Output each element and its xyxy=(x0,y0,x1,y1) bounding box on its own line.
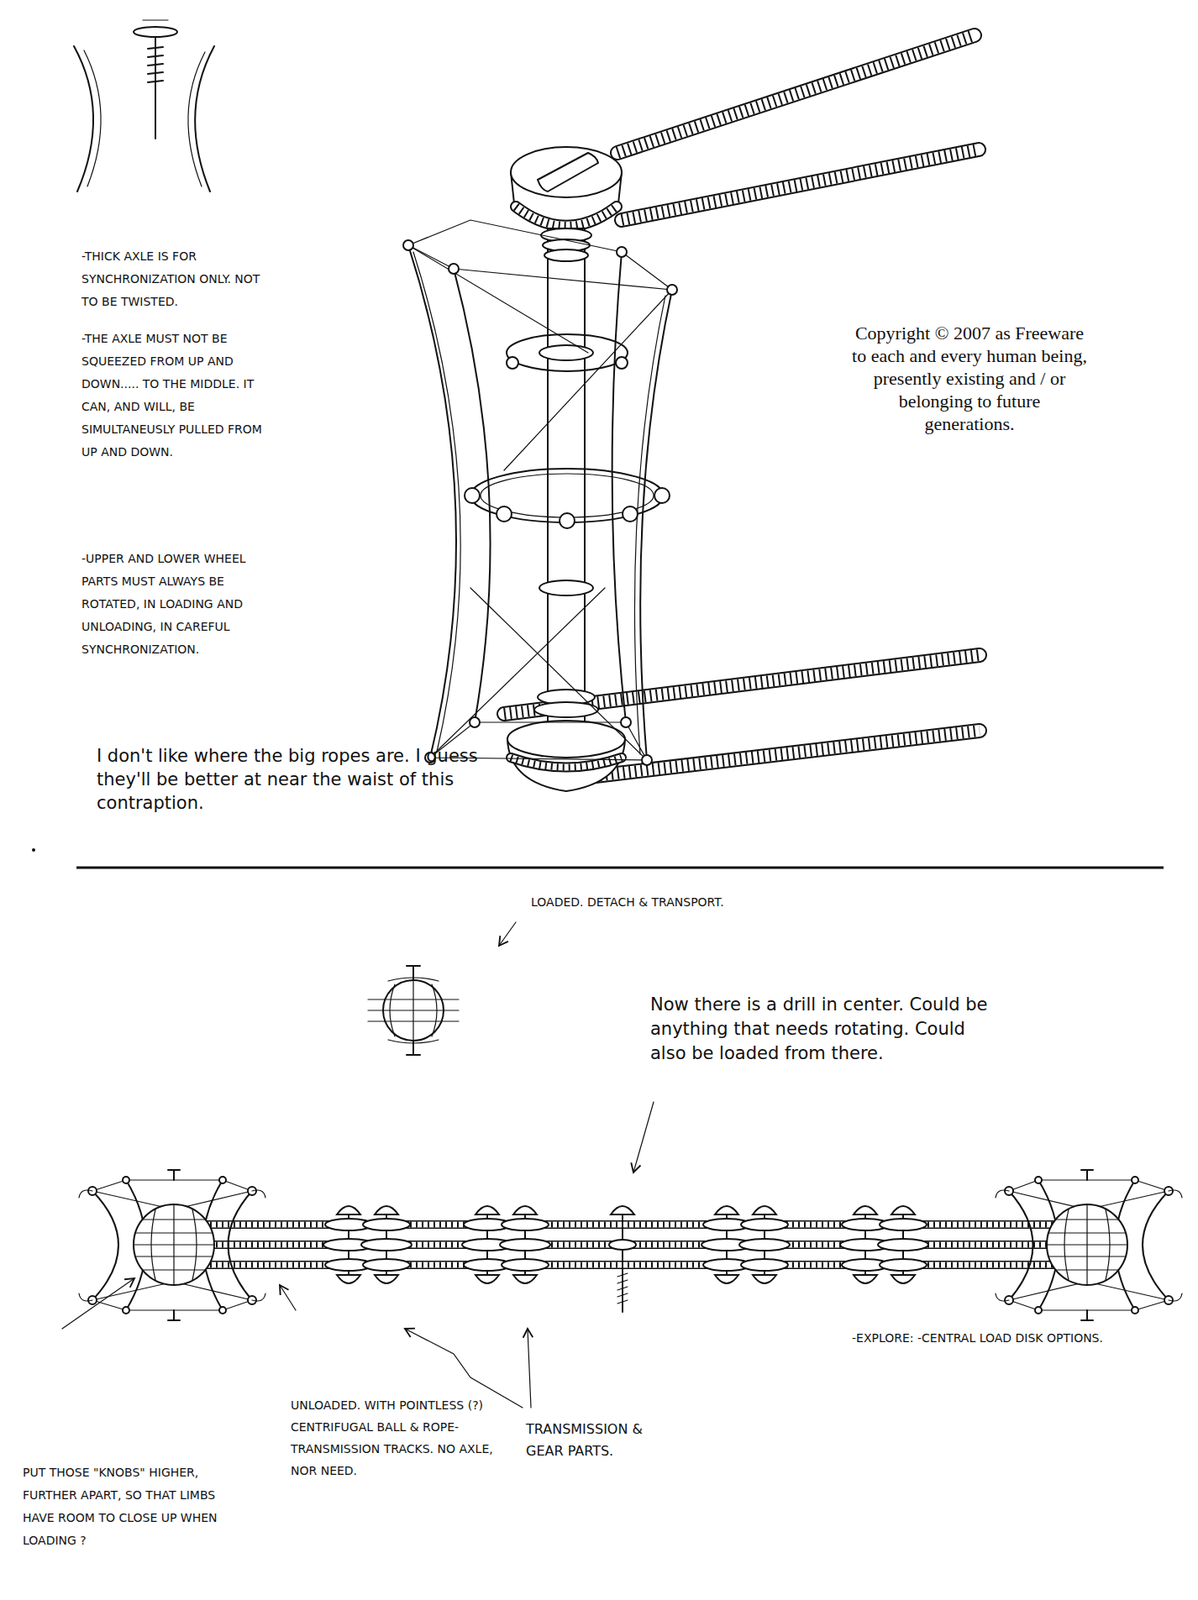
callout-note: -EXPLORE: -CENTRAL LOAD DISK OPTIONS. xyxy=(851,1327,1121,1350)
callout-note: LOADED. DETACH & TRANSPORT. xyxy=(530,892,750,913)
sketch-comment: Now there is a drill in center. Could be… xyxy=(650,993,1004,1067)
copyright-notice: Copyright © 2007 as Freeware to each and… xyxy=(851,321,1088,436)
handwritten-note: -THICK AXLE IS FOR SYNCHRONIZATION ONLY.… xyxy=(81,245,263,314)
callout-note: UNLOADED. WITH POINTLESS (?) CENTRIFUGAL… xyxy=(290,1394,501,1482)
sketch-comment: I don't like where the big ropes are. I … xyxy=(96,744,492,815)
handwritten-note: -UPPER AND LOWER WHEEL PARTS MUST ALWAYS… xyxy=(81,547,263,662)
callout-note: PUT THOSE "KNOBS" HIGHER, FURTHER APART,… xyxy=(22,1461,233,1553)
callout-note: TRANSMISSION & GEAR PARTS. xyxy=(525,1418,678,1463)
handwritten-note: -THE AXLE MUST NOT BE SQUEEZED FROM UP A… xyxy=(81,327,263,464)
